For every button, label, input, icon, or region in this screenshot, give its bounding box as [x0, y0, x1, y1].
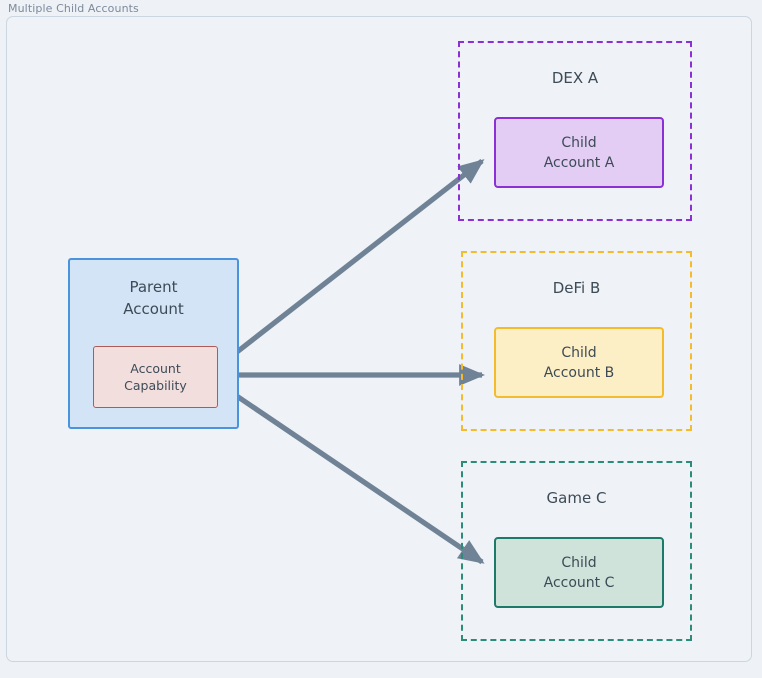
- platform-label-defi-b: DeFi B: [552, 279, 601, 297]
- child-account-box-c[interactable]: Child Account C: [494, 537, 664, 608]
- parent-account-label: Parent Account: [123, 278, 184, 318]
- platform-label-dex-a: DEX A: [551, 69, 599, 87]
- platform-container-defi-b[interactable]: DeFi B Child Account B: [461, 251, 692, 431]
- child-account-box-a[interactable]: Child Account A: [494, 117, 664, 188]
- platform-label-game-c: Game C: [546, 489, 607, 507]
- child-account-label-a: Child Account A: [543, 134, 615, 171]
- account-capability-label: Account Capability: [124, 361, 187, 393]
- platform-container-dex-a[interactable]: DEX A Child Account A: [458, 41, 692, 221]
- child-account-label-b: Child Account B: [543, 344, 615, 381]
- child-account-box-b[interactable]: Child Account B: [494, 327, 664, 398]
- frame-title: Multiple Child Accounts: [8, 2, 139, 15]
- child-account-label-c: Child Account C: [543, 554, 615, 591]
- parent-account-box[interactable]: Parent Account Account Capability: [68, 258, 239, 429]
- platform-container-game-c[interactable]: Game C Child Account C: [461, 461, 692, 641]
- account-capability-box[interactable]: Account Capability: [93, 346, 218, 408]
